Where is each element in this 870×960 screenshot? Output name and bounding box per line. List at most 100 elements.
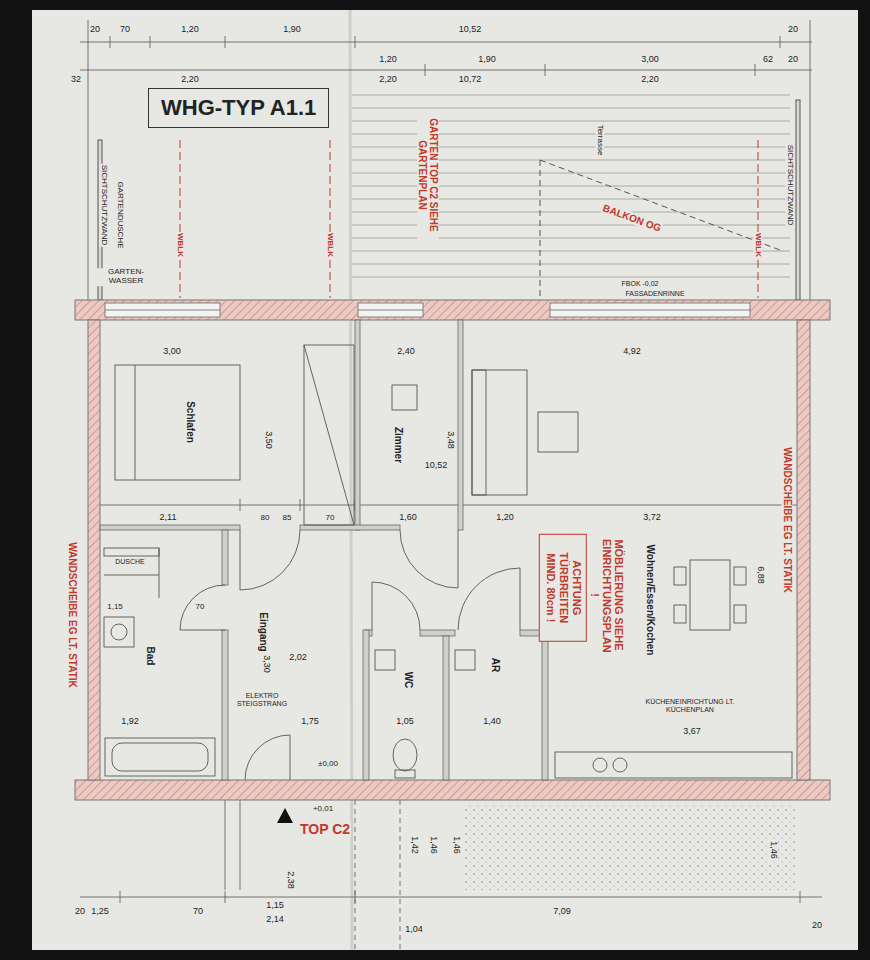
dimension-value: 10,52 [458,25,483,35]
dimension-value: 70 [325,514,336,523]
paper [32,10,858,950]
dimension-value: 3,50 [263,430,273,450]
fence-lines-part [180,140,181,298]
furniture-part [734,605,746,623]
dimension-lines-part [300,499,301,511]
room: WC [369,636,443,780]
garden-hatch [352,95,790,277]
plan-note: KÜCHENEINRICHTUNG LT. KÜCHENPLAN [632,698,749,713]
furniture-part [555,752,792,778]
plan-note: GARTEN TOP C2 SIEHE GARTENPLAN [417,109,439,241]
furniture-part [115,365,240,480]
room: Schlafen [100,320,300,525]
windows-part [550,310,750,311]
dimension-value: 1,46 [451,835,461,855]
plan-note: TOP C2 [299,822,351,837]
furniture-part [472,370,486,495]
door-swings-part [458,568,520,630]
dimension-value: 1,40 [482,717,502,727]
dimension-value: 3,00 [640,55,660,65]
dimension-value: 2,20 [180,75,200,85]
plan-note: GARTENDUSCHE [116,181,125,250]
furniture-part [393,739,417,771]
dimension-value: 1,92 [120,717,140,727]
garden-hatch-part [352,264,790,265]
outdoor-area-part [225,800,226,890]
dimension-lines-part [780,36,781,48]
dimension-lines-part [240,499,241,511]
dimension-lines-part [80,42,812,43]
interior-walls-part [420,630,455,636]
dimension-value: 20 [74,907,86,917]
plan-note: MÖBLIERUNG SIEHE EINRICHTUNGSPLAN ! [589,538,625,652]
plan-note: SICHTSCHUTZWAND [100,164,109,247]
room: AR [449,636,542,780]
entrance-marker-part [277,808,293,823]
privacy-walls-part [796,100,800,300]
dimension-value: 1,20 [378,55,398,65]
dimension-value: 1,25 [90,907,110,917]
room-name: Wohnen/Essen/Kochen [645,543,656,658]
paper-part [350,10,352,950]
dimension-value: 20 [787,25,799,35]
paper-part [32,10,858,950]
furniture-part [304,345,354,525]
room-name: Eingang [258,610,269,653]
interior-walls-part [300,525,400,530]
dimension-value: 3,48 [445,430,455,450]
dimension-lines-part [80,897,822,898]
interior-walls-part [100,525,240,530]
dimension-value: 3,00 [162,347,182,357]
dimension-value: ±0,00 [317,760,339,769]
dimension-value: 20 [811,921,823,931]
furniture-part [105,738,215,776]
dimension-value: 20 [89,25,101,35]
dimension-value: 1,20 [495,513,515,523]
plan-note: WANDSCHEIBE EG LT. STATIK [67,541,78,689]
dimension-value: 2,40 [396,347,416,357]
room-name: Schlafen [185,399,196,445]
plan-note: ELEKTRO STEIGSTRANG [230,692,294,707]
dimension-value: 20 [787,55,799,65]
interior-walls-part [222,530,228,585]
dimension-value: 1,15 [106,603,124,612]
dimension-value: 70 [192,907,204,917]
plan-note: WBLK [176,232,185,258]
furniture-part [304,345,354,525]
dimension-value: 1,46 [428,835,438,855]
interior-walls-part [355,320,360,530]
plan-note: WANDSCHEIBE EG LT. STATIK [782,446,793,594]
interior-walls-part [363,630,369,780]
privacy-walls [98,100,800,300]
room-name: Bad [145,645,156,668]
dimension-value: 2,02 [288,653,308,663]
dimension-value: 2,11 [159,513,178,523]
fence-lines [180,140,758,298]
plan-note: GARTEN-WASSER [97,268,155,286]
plan-note: FASSADENRINNE [624,290,685,298]
dimension-value: 10,72 [458,75,483,85]
outdoor-area-part [240,800,241,890]
furniture-part [104,617,134,647]
dimension-value: 3,72 [642,513,662,523]
dimension-value: 80 [260,514,271,523]
dimension-value: 1,04 [404,925,424,935]
plan-note: WBLK [754,232,763,258]
dimension-value: +0,01 [312,805,334,814]
outdoor-area-part [355,800,356,950]
furniture-part [159,548,160,598]
plan-note: DUSCHE [114,558,146,566]
dimension-lines-part [80,70,812,71]
furniture-part [455,650,475,670]
dimension-value: 1,90 [282,25,302,35]
fence-lines-part [758,140,759,298]
dimension-value: 3,67 [682,727,702,737]
door-swings-part [372,582,420,630]
garden-hatch-part [352,95,790,96]
furniture-part [104,575,159,576]
furniture-part [111,624,127,640]
furniture-part [613,758,627,772]
dimension-lines-part [88,20,89,300]
dimension-value: 4,92 [622,347,642,357]
